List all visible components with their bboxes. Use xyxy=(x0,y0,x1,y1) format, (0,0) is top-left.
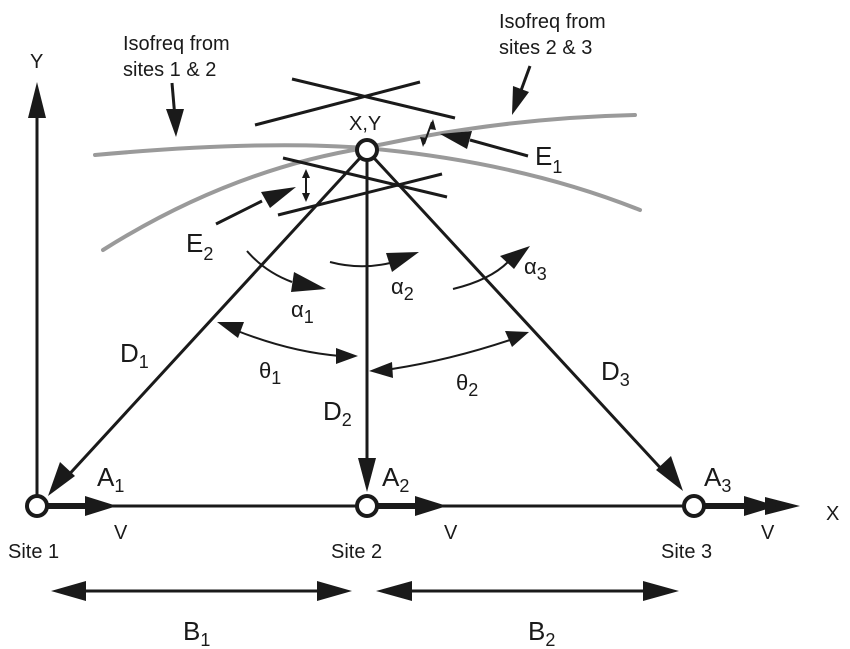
e2-width-arrowhead-icon xyxy=(302,193,310,202)
isofreq-1-2-arrowhead-icon xyxy=(166,109,184,137)
e1-callout: E1 xyxy=(440,131,562,177)
site1-marker xyxy=(25,494,49,518)
e2-width-indicator xyxy=(302,169,310,202)
e1-width-arrowhead-icon xyxy=(420,137,427,147)
site2-velocity-arrowhead-icon xyxy=(415,496,447,516)
alpha2-arc xyxy=(329,261,391,268)
distance-labels: D1 D2 D3 xyxy=(120,338,630,430)
x-axis-label: X xyxy=(826,503,839,525)
a3-label: A3 xyxy=(704,462,731,496)
d2-label: D2 xyxy=(323,396,352,430)
isofreq-1-2-label-line2: sites 1 & 2 xyxy=(123,59,216,81)
isofreq-2-3-label-line2: sites 2 & 3 xyxy=(499,37,592,59)
isofreq-1-2-label-line1: Isofreq from xyxy=(123,33,230,55)
site2-marker xyxy=(355,494,379,518)
e2-pointer-line xyxy=(215,199,263,226)
theta2-arc xyxy=(391,339,511,370)
a2-label: A2 xyxy=(382,462,409,496)
target-label: X,Y xyxy=(349,113,381,135)
b2-arrowhead-left-icon xyxy=(376,581,412,601)
theta1-label: θ1 xyxy=(259,358,281,388)
alpha3-arc xyxy=(452,261,509,290)
isofreq-2-3-label-line1: Isofreq from xyxy=(499,11,606,33)
target-marker xyxy=(355,138,379,162)
x-axis-arrowhead-icon xyxy=(765,497,800,515)
bound-line xyxy=(282,156,448,199)
site3-velocity-label: V xyxy=(761,522,775,544)
baseline-b1: B1 xyxy=(51,581,352,649)
isofreq-callouts: Isofreq from sites 1 & 2 Isofreq from si… xyxy=(123,11,606,137)
alpha3-arrowhead-icon xyxy=(500,246,530,269)
site2-label: Site 2 xyxy=(331,541,382,563)
bound-line xyxy=(277,172,443,217)
theta2-arrowhead-icon xyxy=(369,362,393,378)
b2-label: B2 xyxy=(528,616,555,649)
e2-callout: E2 xyxy=(186,187,296,264)
e1-label: E1 xyxy=(535,141,562,177)
d3-label: D3 xyxy=(601,356,630,390)
a1-label: A1 xyxy=(97,462,124,496)
target-point: X,Y xyxy=(349,113,381,162)
e1-width-arrowhead-icon xyxy=(429,119,436,130)
site3-label: Site 3 xyxy=(661,541,712,563)
theta-arcs: θ1 θ2 xyxy=(217,322,529,400)
d3-arrowhead-icon xyxy=(656,456,683,491)
e1-arrowhead-icon xyxy=(440,131,472,149)
alpha1-arc xyxy=(246,250,293,283)
b1-label: B1 xyxy=(183,616,210,649)
error-bounds-lower xyxy=(277,156,448,217)
bound-line xyxy=(291,77,456,120)
d1-arrowhead-icon xyxy=(48,462,75,496)
isofreq-2-3-arrowhead-icon xyxy=(512,86,529,115)
site-3: A3 V Site 3 xyxy=(661,462,777,563)
site3-marker xyxy=(682,494,706,518)
e2-width-arrowhead-icon xyxy=(302,169,310,178)
theta2-arrowhead-icon xyxy=(505,331,529,347)
alpha-arrows: α1 α2 α3 xyxy=(246,246,547,327)
b1-arrowhead-right-icon xyxy=(317,581,352,601)
alpha3-label: α3 xyxy=(524,254,547,284)
x-axis: X xyxy=(37,497,839,525)
theta2-label: θ2 xyxy=(456,370,478,400)
b1-arrowhead-left-icon xyxy=(51,581,86,601)
site1-velocity-label: V xyxy=(114,522,128,544)
d3-line xyxy=(372,156,668,476)
site1-velocity-arrowhead-icon xyxy=(85,496,117,516)
site2-velocity-label: V xyxy=(444,522,458,544)
site-2: A2 V Site 2 xyxy=(331,462,458,563)
site3-velocity-arrowhead-icon xyxy=(744,496,777,516)
alpha1-label: α1 xyxy=(291,297,314,327)
baseline-b2: B2 xyxy=(376,581,679,649)
alpha2-arrowhead-icon xyxy=(386,252,419,272)
theta1-arc xyxy=(234,329,341,357)
site1-label: Site 1 xyxy=(8,541,59,563)
d1-line xyxy=(62,156,362,482)
distance-lines xyxy=(48,156,683,496)
alpha2-label: α2 xyxy=(391,274,414,304)
y-axis-label: Y xyxy=(30,51,43,73)
b2-arrowhead-right-icon xyxy=(643,581,679,601)
e1-width-indicator xyxy=(420,119,436,147)
alpha1-arrowhead-icon xyxy=(291,272,326,292)
theta1-arrowhead-icon xyxy=(336,348,358,364)
site-1: A1 V Site 1 xyxy=(8,462,128,563)
y-axis-arrowhead-icon xyxy=(28,82,46,118)
theta1-arrowhead-icon xyxy=(217,322,244,338)
error-bounds-upper xyxy=(254,77,456,127)
bound-line xyxy=(254,80,421,127)
e1-pointer-line xyxy=(469,138,529,158)
d1-label: D1 xyxy=(120,338,149,372)
e2-label: E2 xyxy=(186,228,213,264)
y-axis: Y xyxy=(28,51,46,505)
e2-arrowhead-icon xyxy=(261,187,296,208)
d2-arrowhead-icon xyxy=(358,458,376,492)
